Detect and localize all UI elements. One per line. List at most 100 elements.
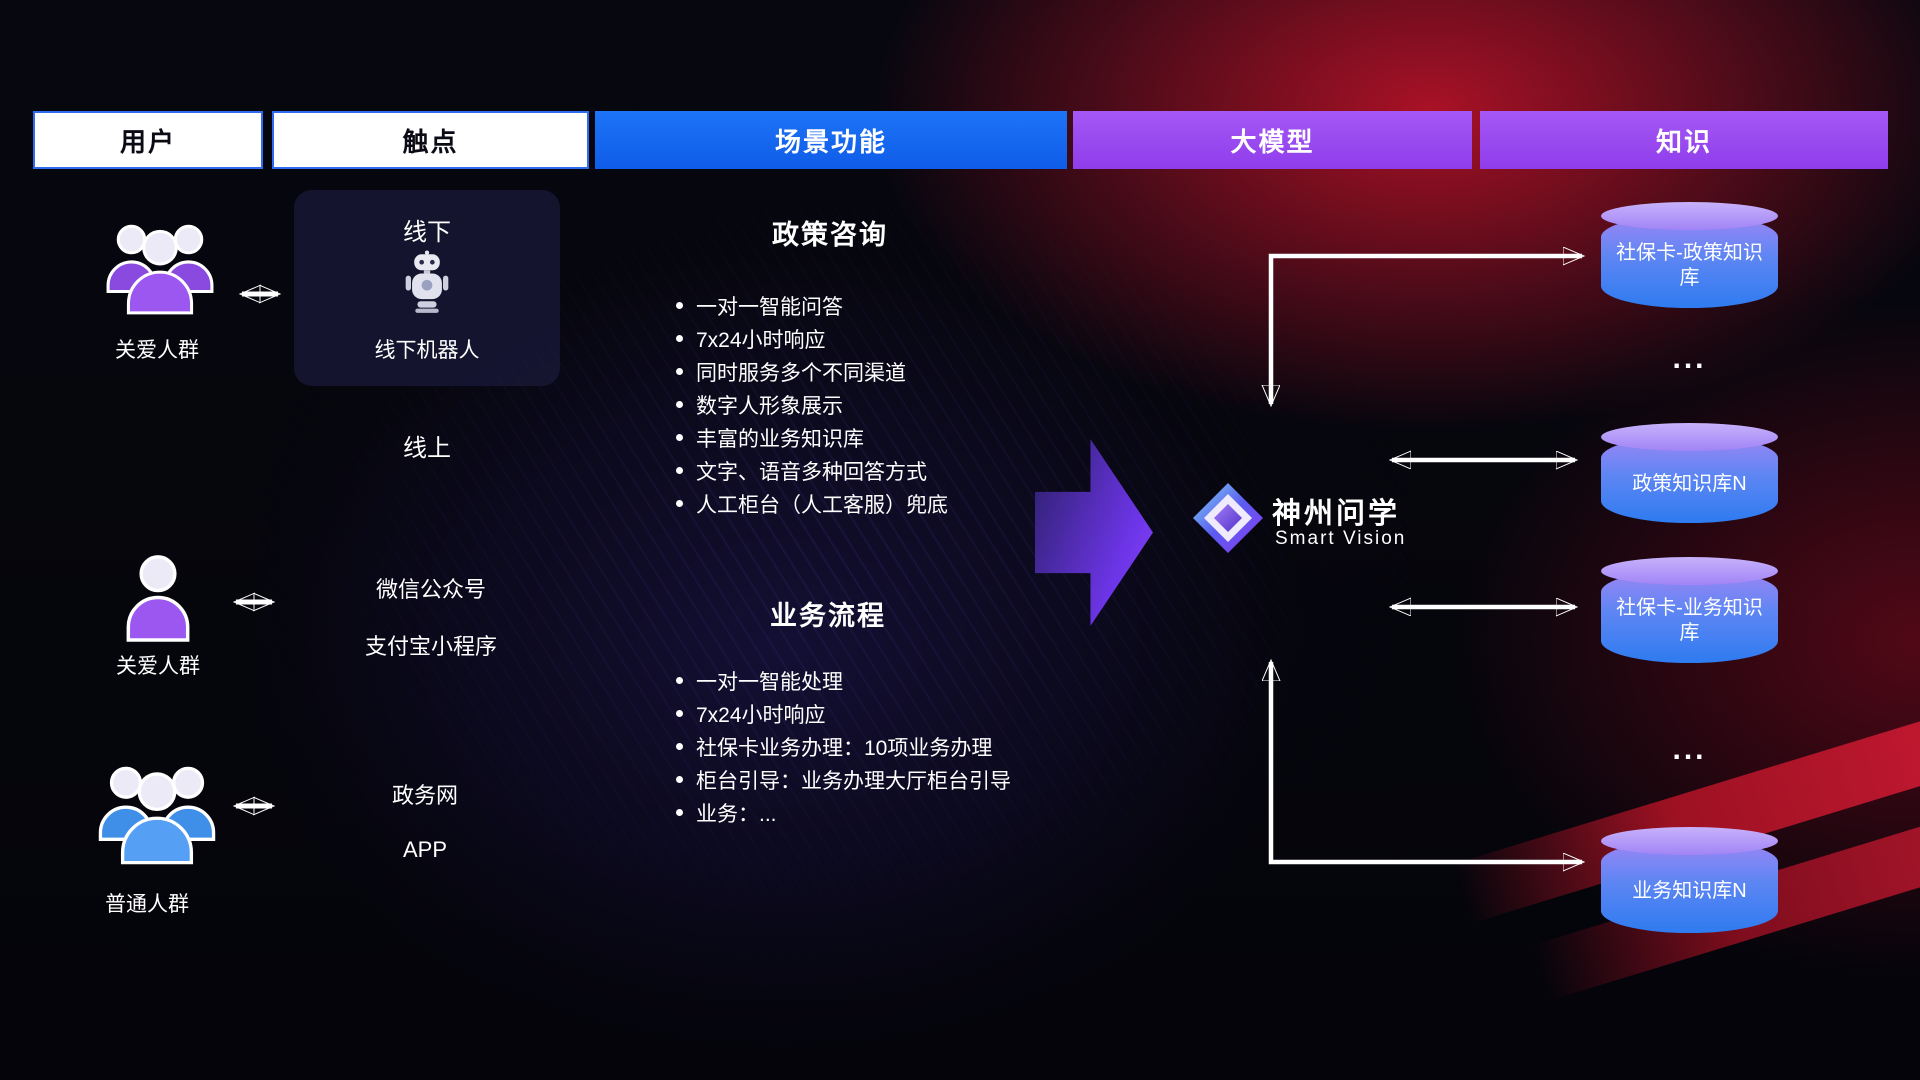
database-cap	[1601, 423, 1778, 451]
database-body	[1601, 215, 1778, 308]
business-bullet-list: 一对一智能处理 7x24小时响应 社保卡业务办理：10项业务办理 柜台引导：业务…	[676, 664, 1011, 829]
user-group-label: 关爱人群	[58, 650, 258, 680]
list-item-text: 业务：...	[696, 802, 777, 826]
user-group-label: 普通人群	[47, 888, 247, 918]
person-purple-icon	[126, 555, 190, 642]
header-users-label: 用户	[119, 126, 176, 157]
list-item-text: 一对一智能处理	[696, 670, 843, 694]
database-cylinder: 业务知识库N	[1601, 827, 1778, 933]
list-item: 一对一智能处理	[676, 664, 1011, 697]
list-item-text: 数字人形象展示	[696, 394, 843, 418]
header-model-label: 大模型	[1230, 126, 1315, 157]
bullet-dot-icon	[676, 776, 683, 783]
database-label: 社保卡-政策知识库	[1609, 226, 1770, 306]
bullet-dot-icon	[676, 500, 683, 507]
bullet-dot-icon	[676, 710, 683, 717]
online-title-text: 线上	[403, 435, 451, 462]
ellipsis-text: ...	[1672, 342, 1707, 375]
robot-icon	[405, 250, 449, 313]
offline-title-text: 线下	[403, 219, 451, 246]
touchpoint-app: APP	[305, 837, 545, 863]
ellipsis-indicator: ...	[1601, 733, 1778, 767]
database-cap	[1601, 202, 1778, 230]
bullet-dot-icon	[676, 401, 683, 408]
brand-subtitle: Smart Vision	[1275, 528, 1406, 550]
database-cap	[1601, 557, 1778, 585]
database-body	[1601, 570, 1778, 663]
bullet-dot-icon	[676, 335, 683, 342]
touchpoint-alipay-text: 支付宝小程序	[364, 634, 497, 659]
ellipsis-indicator: ...	[1601, 342, 1778, 376]
header-model: 大模型	[1073, 111, 1472, 169]
offline-title: 线下	[294, 212, 560, 247]
bullet-dot-icon	[676, 809, 683, 816]
database-label-text: 社保卡-政策知识库	[1616, 242, 1763, 289]
list-item: 7x24小时响应	[676, 322, 948, 355]
header-knowledge: 知识	[1480, 111, 1888, 169]
header-touchpoints-label: 触点	[402, 126, 459, 157]
database-label-text: 社保卡-业务知识库	[1616, 597, 1763, 644]
list-item-text: 7x24小时响应	[696, 328, 826, 352]
list-item-text: 7x24小时响应	[696, 703, 826, 727]
offline-robot-label: 线下机器人	[294, 334, 560, 364]
touchpoint-wechat: 微信公众号	[311, 572, 551, 604]
touchpoint-gov-text: 政务网	[391, 783, 458, 808]
list-item-text: 柜台引导：业务办理大厅柜台引导	[696, 769, 1011, 793]
list-item-text: 社保卡业务办理：10项业务办理	[696, 736, 993, 760]
bullet-dot-icon	[676, 302, 683, 309]
offline-robot-label-text: 线下机器人	[374, 339, 480, 362]
user-group-label-text: 普通人群	[105, 893, 189, 916]
list-item-text: 一对一智能问答	[696, 295, 843, 319]
database-label: 业务知识库N	[1609, 851, 1770, 931]
brand-name: 神州问学	[1272, 490, 1400, 532]
database-label: 政策知识库N	[1609, 447, 1770, 521]
list-item: 丰富的业务知识库	[676, 421, 948, 454]
list-item: 业务：...	[676, 796, 1011, 829]
database-label: 社保卡-业务知识库	[1609, 581, 1770, 661]
user-group-label-text: 关爱人群	[116, 655, 200, 678]
list-item: 文字、语音多种回答方式	[676, 454, 948, 487]
touchpoint-gov: 政务网	[305, 778, 545, 810]
policy-bullet-list: 一对一智能问答 7x24小时响应 同时服务多个不同渠道 数字人形象展示 丰富的业…	[676, 289, 948, 520]
list-item: 数字人形象展示	[676, 388, 948, 421]
header-users: 用户	[33, 111, 263, 169]
policy-section-title-text: 政策咨询	[772, 220, 888, 250]
ellipsis-text: ...	[1672, 733, 1707, 766]
user-group-label: 关爱人群	[57, 334, 257, 364]
bullet-dot-icon	[676, 677, 683, 684]
business-section-title-text: 业务流程	[770, 601, 886, 631]
database-cylinder: 政策知识库N	[1601, 423, 1778, 523]
policy-section-title: 政策咨询	[680, 213, 980, 252]
list-item: 7x24小时响应	[676, 697, 1011, 730]
people-group-blue-icon	[98, 766, 216, 865]
list-item: 人工柜台（人工客服）兜底	[676, 487, 948, 520]
list-item: 柜台引导：业务办理大厅柜台引导	[676, 763, 1011, 796]
list-item-text: 人工柜台（人工客服）兜底	[696, 493, 948, 517]
bullet-dot-icon	[676, 368, 683, 375]
header-scenarios-label: 场景功能	[774, 126, 887, 157]
list-item: 一对一智能问答	[676, 289, 948, 322]
touchpoint-alipay: 支付宝小程序	[311, 629, 551, 661]
list-item-text: 丰富的业务知识库	[696, 427, 864, 451]
brand-diamond-logo-icon	[1193, 483, 1263, 553]
database-cap	[1601, 827, 1778, 855]
people-group-purple-icon	[106, 224, 214, 315]
bullet-dot-icon	[676, 467, 683, 474]
list-item-text: 同时服务多个不同渠道	[696, 361, 906, 385]
database-label-text: 业务知识库N	[1632, 879, 1747, 902]
business-section-title: 业务流程	[678, 594, 978, 633]
list-item-text: 文字、语音多种回答方式	[696, 460, 927, 484]
brand-subtitle-text: Smart Vision	[1275, 528, 1407, 549]
database-body	[1601, 840, 1778, 933]
bullet-dot-icon	[676, 743, 683, 750]
list-item: 社保卡业务办理：10项业务办理	[676, 730, 1011, 763]
database-label-text: 政策知识库N	[1632, 472, 1747, 495]
touchpoint-wechat-text: 微信公众号	[375, 577, 486, 602]
database-cylinder: 社保卡-政策知识库	[1601, 202, 1778, 308]
bullet-dot-icon	[676, 434, 683, 441]
touchpoint-app-text: APP	[402, 837, 448, 862]
header-scenarios: 场景功能	[595, 111, 1067, 169]
online-title: 线上	[294, 428, 560, 463]
